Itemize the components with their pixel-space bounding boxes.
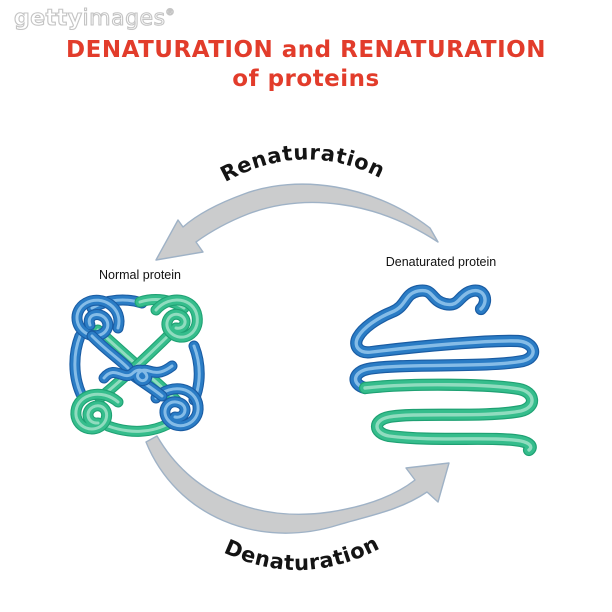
protein-strand [108,423,170,431]
renaturation-label-text: Renaturation [216,140,388,186]
gettyimages-watermark: gettyimages® [13,6,176,31]
denaturation-label: Denaturation [221,531,383,575]
denatured-protein-label: Denaturated protein [385,255,497,269]
denaturation-label-text: Denaturation [221,531,382,575]
denatured-protein-illustration [356,291,534,450]
renaturation-label: Renaturation [216,140,388,186]
title-line-1: DENATURATION and RENATURATION [66,37,546,63]
protein-strand [104,366,172,381]
normal-protein-label: Normal protein [99,268,181,282]
protein-strand [77,300,119,336]
registered-mark: ® [165,8,176,18]
watermark-brand-bold: getty [13,6,83,31]
protein-strand [75,336,81,394]
denaturation-arrow [145,435,450,534]
protein-strand-blue [356,291,534,388]
watermark-brand-light: images [82,6,166,31]
protein-strand-green [365,385,532,450]
normal-protein-illustration [75,300,199,432]
page-title: DENATURATION and RENATURATION of protein… [0,36,612,95]
title-line-2: of proteins [232,66,380,93]
renaturation-arrow [155,183,439,261]
